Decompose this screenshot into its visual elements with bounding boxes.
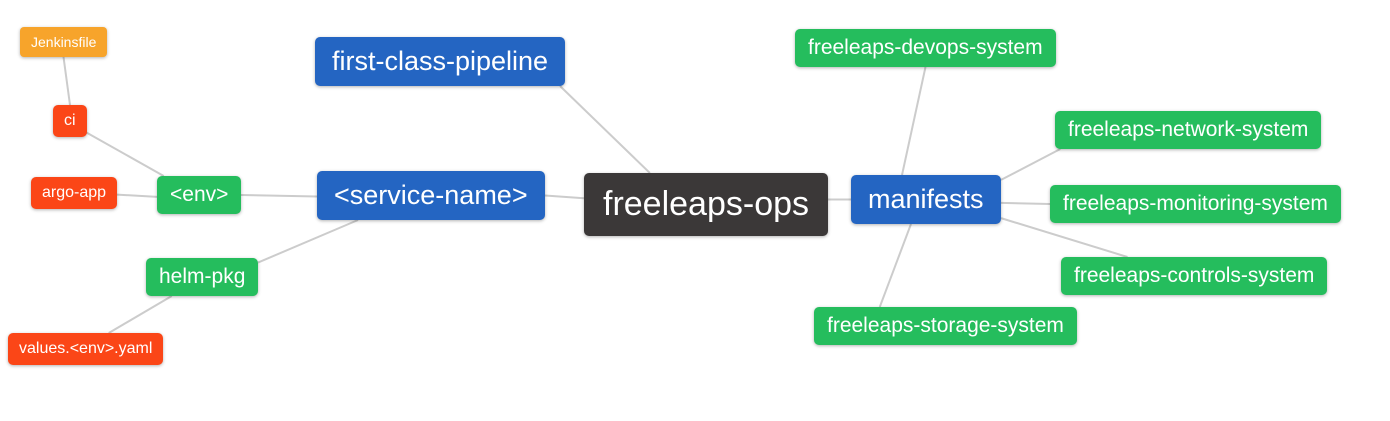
node-ci[interactable]: ci <box>53 105 87 138</box>
node-freeleaps-ops[interactable]: freeleaps-ops <box>584 173 829 237</box>
edge-service-name-freeleaps-ops <box>544 194 585 200</box>
edge-env-service-name <box>240 194 318 198</box>
node-argo-app[interactable]: argo-app <box>31 177 118 210</box>
node-values-env-yaml[interactable]: values.<env>.yaml <box>8 333 164 366</box>
edge-manifests-storage-system <box>878 223 912 308</box>
node-freeleaps-monitoring-system[interactable]: freeleaps-monitoring-system <box>1050 185 1341 224</box>
node-freeleaps-network-system[interactable]: freeleaps-network-system <box>1055 111 1322 150</box>
edge-jenkinsfile-ci <box>62 56 71 106</box>
edge-manifests-monitoring-system <box>1000 201 1051 205</box>
edge-manifests-devops-system <box>901 66 927 176</box>
node-first-class-pipeline[interactable]: first-class-pipeline <box>315 37 566 87</box>
node-freeleaps-devops-system[interactable]: freeleaps-devops-system <box>795 29 1056 68</box>
edge-ci-env <box>85 131 165 177</box>
node-helm-pkg[interactable]: helm-pkg <box>146 258 259 297</box>
node-freeleaps-storage-system[interactable]: freeleaps-storage-system <box>814 307 1077 346</box>
node-manifests[interactable]: manifests <box>851 175 1001 225</box>
node-freeleaps-controls-system[interactable]: freeleaps-controls-system <box>1061 257 1328 296</box>
edge-manifests-network-system <box>1000 148 1061 181</box>
edge-argo-app-env <box>116 193 158 198</box>
edge-helm-pkg-values-env-yaml <box>108 295 173 334</box>
edge-first-class-pipeline-freeleaps-ops <box>559 85 651 174</box>
node-service-name[interactable]: <service-name> <box>317 171 545 221</box>
node-jenkinsfile[interactable]: Jenkinsfile <box>20 27 108 58</box>
edge-manifests-controls-system <box>1000 217 1128 258</box>
node-env[interactable]: <env> <box>157 176 242 215</box>
edge-service-name-helm-pkg <box>257 219 359 264</box>
